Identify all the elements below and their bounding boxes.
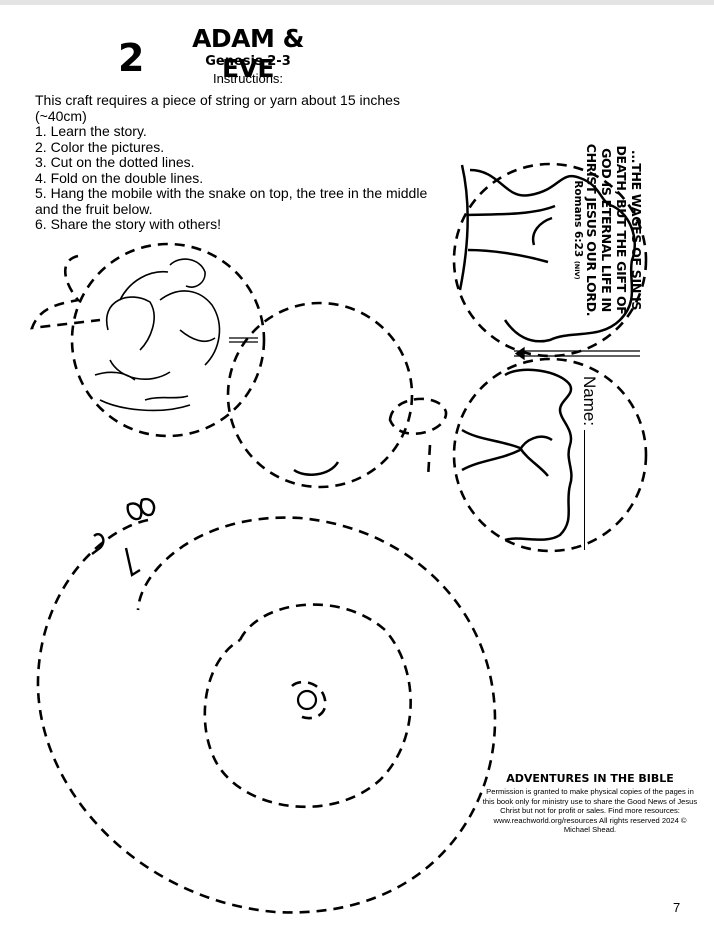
name-label: Name: — [580, 376, 599, 427]
hand-cut-outline — [30, 254, 101, 330]
instructions-intro: This craft requires a piece of string or… — [35, 92, 400, 124]
instruction-step: 5. Hang the mobile with the snake on top… — [35, 185, 428, 217]
adam-eve-illustration — [94, 258, 221, 412]
tree-top-cut-circle — [452, 162, 648, 358]
scripture-reference: Genesis 2-3 — [205, 54, 291, 69]
snake-head — [91, 497, 318, 711]
eve-arm — [109, 359, 171, 380]
eve-head — [105, 296, 155, 351]
verse-reference-text: Romans 6:23 — [572, 180, 584, 258]
name-field[interactable]: Name: — [570, 376, 600, 596]
snake-tongue — [124, 547, 141, 577]
tree-top-trunk — [458, 164, 556, 291]
adam-head — [159, 290, 221, 366]
instruction-step: 6. Share the story with others! — [35, 216, 221, 232]
instruction-step: 4. Fold on the double lines. — [35, 169, 204, 186]
name-write-line[interactable] — [584, 430, 599, 551]
verse-version: (NIV) — [573, 260, 581, 280]
snake-middle-spiral — [203, 603, 412, 809]
page-title: ADAM & EVE — [192, 24, 304, 83]
snake-tongue-fork — [91, 533, 105, 555]
memory-verse-reference: Romans 6:23 (NIV) — [570, 135, 584, 325]
lesson-number: 2 — [118, 36, 145, 80]
instruction-step: 2. Color the pictures. — [35, 138, 165, 155]
fruit-cut-circle — [226, 301, 414, 489]
instruction-steps: 1. Learn the story. 2. Color the picture… — [35, 123, 445, 233]
tree-bottom-drawing — [461, 368, 573, 542]
snake-outer-spiral — [36, 516, 497, 914]
tree-branches — [99, 271, 191, 412]
serpent-head — [169, 258, 206, 288]
fold-double-line — [514, 346, 640, 361]
memory-verse: ...The wages of sin is death, but the gi… — [554, 135, 644, 325]
snake-eye-left — [126, 502, 143, 521]
instruction-step: 1. Learn the story. — [35, 123, 147, 139]
tree-bottom-cut-circle — [452, 357, 648, 553]
fruit-bite-line — [293, 461, 340, 476]
instruction-step: 3. Cut on the dotted lines. — [35, 154, 195, 170]
memory-verse-text: ...The wages of sin is death, but the gi… — [584, 143, 644, 317]
snake-inner-spiral — [291, 680, 327, 720]
fruit-stem-cut — [426, 444, 432, 479]
tree-top-canopy — [469, 168, 637, 343]
snake-eye-right — [139, 497, 156, 517]
footer-permission: Permission is granted to make physical c… — [482, 787, 698, 835]
footer-title: ADVENTURES IN THE BIBLE — [506, 772, 674, 785]
instructions-heading: Instructions: — [212, 71, 284, 86]
tree-bottom-canopy — [504, 368, 573, 542]
page-number: 7 — [673, 900, 681, 915]
story-picture-cut-circle — [70, 242, 266, 438]
top-border — [0, 0, 714, 5]
hanging-hole-circle — [296, 689, 318, 711]
tree-bottom-trunk — [461, 428, 553, 477]
fruit-leaf-cut — [388, 397, 448, 436]
adam-shoulder — [179, 329, 216, 342]
tree-top-drawing — [458, 164, 637, 343]
foliage-lines — [94, 371, 189, 401]
